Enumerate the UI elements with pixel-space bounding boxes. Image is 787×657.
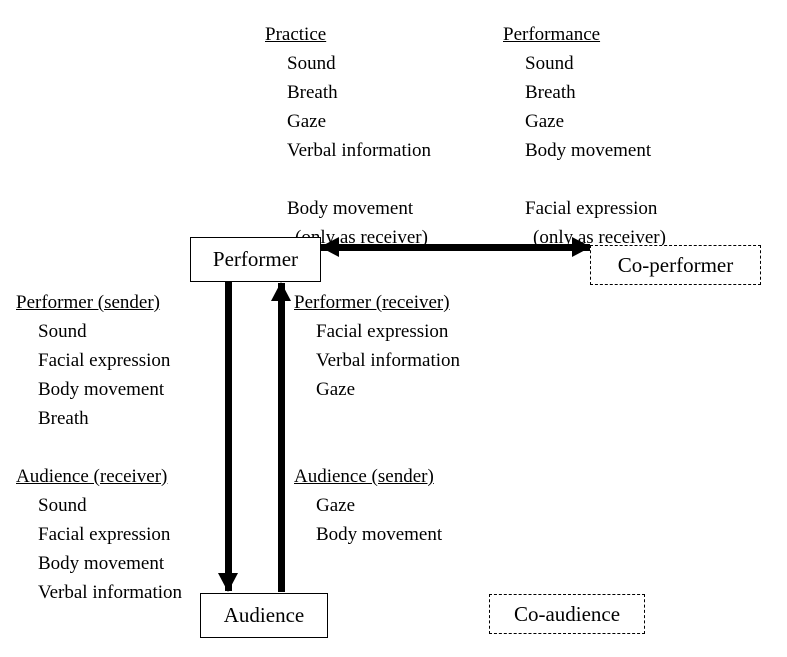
performance-item-2: Gaze (525, 111, 565, 132)
practice-column: Practice Sound Breath Gaze Verbal inform… (265, 20, 431, 252)
mid-block-spacer-1 (294, 404, 460, 433)
practice-item-2: Gaze (287, 111, 327, 132)
left-block-spacer (16, 433, 182, 462)
performer-sender-item-0: Sound (38, 321, 87, 342)
audience-receiver-heading: Audience (receiver) (16, 466, 168, 487)
practice-note-main: Body movement (287, 198, 414, 219)
performance-item-0: Sound (525, 53, 574, 74)
arrow-head-right-icon (572, 237, 591, 257)
performance-column: Performance Sound Breath Gaze Body movem… (503, 20, 666, 252)
performer-sender-item-3: Breath (38, 408, 89, 429)
practice-item-1: Breath (287, 82, 338, 103)
arrow-head-up-icon (271, 282, 291, 301)
node-performer[interactable]: Performer (190, 237, 321, 282)
arrow-head-down-icon (218, 573, 238, 592)
performer-sender-item-2: Body movement (38, 379, 165, 400)
left-annotation-block: Performer (sender) Sound Facial expressi… (16, 288, 182, 607)
audience-receiver-item-2: Body movement (38, 553, 165, 574)
arrow-shaft (277, 283, 285, 592)
node-performer-label: Performer (212, 247, 299, 271)
performance-item-1: Breath (525, 82, 576, 103)
node-co-audience-label: Co-audience (513, 601, 621, 626)
node-co-performer[interactable]: Co-performer (590, 245, 761, 285)
performer-receiver-item-0: Facial expression (316, 321, 449, 342)
arrow-shaft (321, 243, 590, 251)
performance-spacer (503, 165, 666, 194)
performer-receiver-heading: Performer (receiver) (294, 292, 450, 313)
node-audience-label: Audience (223, 603, 305, 627)
performer-sender-item-1: Facial expression (38, 350, 171, 371)
audience-receiver-item-1: Facial expression (38, 524, 171, 545)
audience-receiver-item-3: Verbal information (38, 582, 183, 603)
practice-spacer (265, 165, 431, 194)
node-co-audience[interactable]: Co-audience (489, 594, 645, 634)
performance-note-sub: (only as receiver) (533, 227, 666, 248)
practice-item-0: Sound (287, 53, 336, 74)
audience-sender-heading: Audience (sender) (294, 466, 434, 487)
practice-item-3: Verbal information (287, 140, 432, 161)
arrow-head-left-icon (320, 237, 339, 257)
performance-note-main: Facial expression (525, 198, 658, 219)
node-co-performer-label: Co-performer (617, 252, 734, 277)
audience-receiver-item-0: Sound (38, 495, 87, 516)
audience-sender-item-0: Gaze (316, 495, 356, 516)
mid-annotation-block: Performer (receiver) Facial expression V… (294, 288, 460, 549)
performer-sender-heading: Performer (sender) (16, 292, 161, 313)
arrow-shaft (224, 282, 232, 591)
node-audience[interactable]: Audience (200, 593, 328, 638)
practice-heading: Practice (265, 24, 327, 45)
performer-receiver-item-2: Gaze (316, 379, 356, 400)
performance-item-3: Body movement (525, 140, 652, 161)
performance-heading: Performance (503, 24, 601, 45)
performer-receiver-item-1: Verbal information (316, 350, 461, 371)
mid-block-spacer-2 (294, 433, 460, 462)
audience-sender-item-1: Body movement (316, 524, 443, 545)
